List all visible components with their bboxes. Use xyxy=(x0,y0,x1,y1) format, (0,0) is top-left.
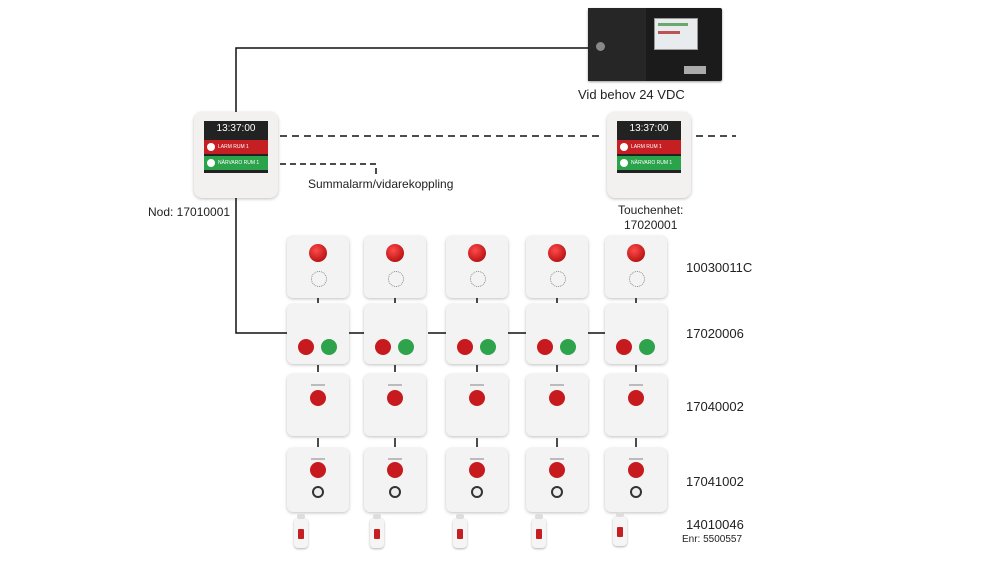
alarm-button[interactable] xyxy=(549,462,565,478)
corridor-lamp xyxy=(526,236,588,298)
alarm-button[interactable] xyxy=(628,390,644,406)
alarm-button[interactable] xyxy=(628,462,644,478)
presence-button[interactable] xyxy=(639,339,655,355)
pendant-jack[interactable] xyxy=(312,486,324,498)
touch-time: 13:37:00 xyxy=(629,123,669,134)
lock-icon xyxy=(596,42,605,51)
node-unit: 13:37:00 LARM RUM 1 NÄRVARO RUM 1 xyxy=(194,112,278,198)
pendant-jack[interactable] xyxy=(630,486,642,498)
cabinet-display xyxy=(654,18,698,50)
alarm-button[interactable] xyxy=(469,390,485,406)
alarm-button[interactable] xyxy=(457,339,473,355)
alarm-button[interactable] xyxy=(310,462,326,478)
alarm-button[interactable] xyxy=(387,462,403,478)
corridor-lamp xyxy=(287,236,349,298)
row-1-article: 10030011C xyxy=(686,260,753,275)
power-supply-cabinet xyxy=(588,8,722,81)
lamp-light xyxy=(468,244,486,262)
alarm-unit xyxy=(446,374,508,436)
row-5-note: Enr: 5500557 xyxy=(682,534,743,545)
lamp-light xyxy=(309,244,327,262)
cabinet-module xyxy=(684,66,706,74)
lamp-light xyxy=(627,244,645,262)
pendant-button[interactable] xyxy=(374,529,380,539)
corridor-lamp xyxy=(364,236,426,298)
pendant[interactable] xyxy=(294,514,308,548)
pendant[interactable] xyxy=(370,514,384,548)
alarm-button[interactable] xyxy=(310,390,326,406)
pendant-button[interactable] xyxy=(536,529,542,539)
pendant-jack[interactable] xyxy=(551,486,563,498)
summary-dashed-line xyxy=(280,163,377,176)
touch-label-line2: 17020001 xyxy=(624,218,678,232)
speaker-icon xyxy=(629,271,645,287)
pendant-jack[interactable] xyxy=(471,486,483,498)
lamp-light xyxy=(548,244,566,262)
node-presence-row: NÄRVARO RUM 1 xyxy=(204,156,268,170)
presence-button[interactable] xyxy=(480,339,496,355)
corridor-lamp xyxy=(605,236,667,298)
pendant-button[interactable] xyxy=(617,527,623,537)
row-4-article: 17041002 xyxy=(686,474,744,489)
row-5-article: 14010046 xyxy=(686,517,744,532)
row-2-article: 17020006 xyxy=(686,326,744,341)
pendant[interactable] xyxy=(532,514,546,548)
alarm-button[interactable] xyxy=(375,339,391,355)
presence-button[interactable] xyxy=(560,339,576,355)
alarm-presence-unit xyxy=(526,304,588,364)
alarm-button[interactable] xyxy=(298,339,314,355)
pendant-button[interactable] xyxy=(457,529,463,539)
alarm-button[interactable] xyxy=(549,390,565,406)
alarm-unit xyxy=(526,374,588,436)
alarm-button[interactable] xyxy=(469,462,485,478)
alarm-button[interactable] xyxy=(616,339,632,355)
alarm-button[interactable] xyxy=(537,339,553,355)
alarm-presence-unit xyxy=(287,304,349,364)
alarm-unit-with-jack xyxy=(446,448,508,512)
node-time: 13:37:00 xyxy=(216,123,256,134)
alarm-unit xyxy=(364,374,426,436)
alarm-presence-unit xyxy=(364,304,426,364)
alarm-unit xyxy=(605,374,667,436)
alarm-unit xyxy=(287,374,349,436)
alarm-unit-with-jack xyxy=(526,448,588,512)
alarm-unit-with-jack xyxy=(364,448,426,512)
touch-presence-row: NÄRVARO RUM 1 xyxy=(617,156,681,170)
touch-screen: 13:37:00 LARM RUM 1 NÄRVARO RUM 1 xyxy=(617,121,681,173)
pendant-jack[interactable] xyxy=(389,486,401,498)
node-label: Nod: 17010001 xyxy=(148,205,231,219)
pendant-button[interactable] xyxy=(298,529,304,539)
node-screen: 13:37:00 LARM RUM 1 NÄRVARO RUM 1 xyxy=(204,121,268,173)
power-caption: Vid behov 24 VDC xyxy=(578,87,685,102)
summary-alarm-label: Summalarm/vidarekoppling xyxy=(308,177,454,191)
alarm-unit-with-jack xyxy=(287,448,349,512)
touch-alarm-row: LARM RUM 1 xyxy=(617,140,681,154)
power-line xyxy=(235,47,588,112)
alarm-presence-unit xyxy=(605,304,667,364)
alarm-unit-with-jack xyxy=(605,448,667,512)
touch-unit: 13:37:00 LARM RUM 1 NÄRVARO RUM 1 xyxy=(607,112,691,198)
row-3-article: 17040002 xyxy=(686,399,744,414)
pendant[interactable] xyxy=(613,512,627,546)
touch-label-line1: Touchenhet: xyxy=(618,203,684,217)
presence-button[interactable] xyxy=(398,339,414,355)
alarm-button[interactable] xyxy=(387,390,403,406)
speaker-icon xyxy=(311,271,327,287)
node-alarm-row: LARM RUM 1 xyxy=(204,140,268,154)
speaker-icon xyxy=(388,271,404,287)
pendant[interactable] xyxy=(453,514,467,548)
corridor-lamp xyxy=(446,236,508,298)
alarm-presence-unit xyxy=(446,304,508,364)
node-bus-line xyxy=(235,198,288,334)
speaker-icon xyxy=(470,271,486,287)
presence-button[interactable] xyxy=(321,339,337,355)
speaker-icon xyxy=(550,271,566,287)
lamp-light xyxy=(386,244,404,262)
